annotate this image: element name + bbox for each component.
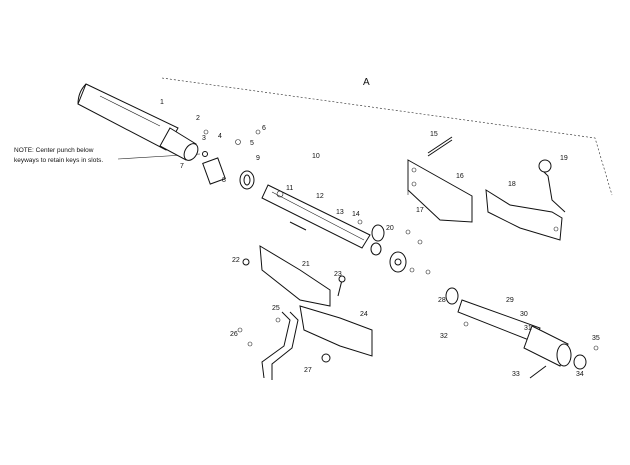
center-shaft-assembly: [202, 157, 407, 273]
callout-20: 20: [386, 225, 394, 232]
assembly-bracket-a: A: [161, 77, 613, 196]
left-shaft: [77, 83, 208, 161]
callout-23: 23: [334, 271, 342, 278]
lower-right-shaft: [445, 287, 587, 379]
note-line-2: keyways to retain keys in slots.: [14, 157, 103, 164]
callout-21: 21: [302, 261, 310, 268]
callout-26: 26: [230, 331, 238, 338]
callout-33: 33: [512, 371, 520, 378]
callout-10: 10: [312, 153, 320, 160]
callout-22: 22: [232, 257, 240, 264]
callout-5: 5: [250, 140, 254, 147]
callout-30: 30: [520, 311, 528, 318]
callout-31: 31: [524, 325, 532, 332]
callout-15: 15: [430, 131, 438, 138]
callout-25: 25: [272, 305, 280, 312]
small-hardware: [203, 129, 599, 351]
callout-2: 2: [196, 115, 200, 122]
callout-4: 4: [218, 133, 222, 140]
callout-34: 34: [576, 371, 584, 378]
callout-32: 32: [440, 333, 448, 340]
callout-16: 16: [456, 173, 464, 180]
lower-left-brackets: [242, 245, 373, 380]
callout-numbers: 1 2 3 4 5 6 7 8 9 10 11 12 13 14 15 16 1…: [160, 99, 600, 378]
callout-24: 24: [360, 311, 368, 318]
callout-14: 14: [352, 211, 360, 218]
assembly-label-a: A: [363, 77, 370, 88]
callout-1: 1: [160, 99, 164, 106]
callout-12: 12: [316, 193, 324, 200]
callout-18: 18: [508, 181, 516, 188]
callout-19: 19: [560, 155, 568, 162]
callout-11: 11: [286, 185, 293, 192]
callout-9: 9: [256, 155, 260, 162]
callout-8: 8: [222, 177, 226, 184]
callout-6: 6: [262, 125, 266, 132]
callout-28: 28: [438, 297, 446, 304]
note-line-1: NOTE: Center punch below: [14, 147, 94, 154]
callout-7: 7: [180, 163, 184, 170]
right-side-plate: [485, 159, 566, 241]
callout-13: 13: [336, 209, 344, 216]
callout-3: 3: [202, 135, 206, 142]
callout-35: 35: [592, 335, 600, 342]
upper-bracket: [407, 136, 473, 223]
callout-29: 29: [506, 297, 514, 304]
callout-27: 27: [304, 367, 312, 374]
callout-17: 17: [416, 207, 424, 214]
